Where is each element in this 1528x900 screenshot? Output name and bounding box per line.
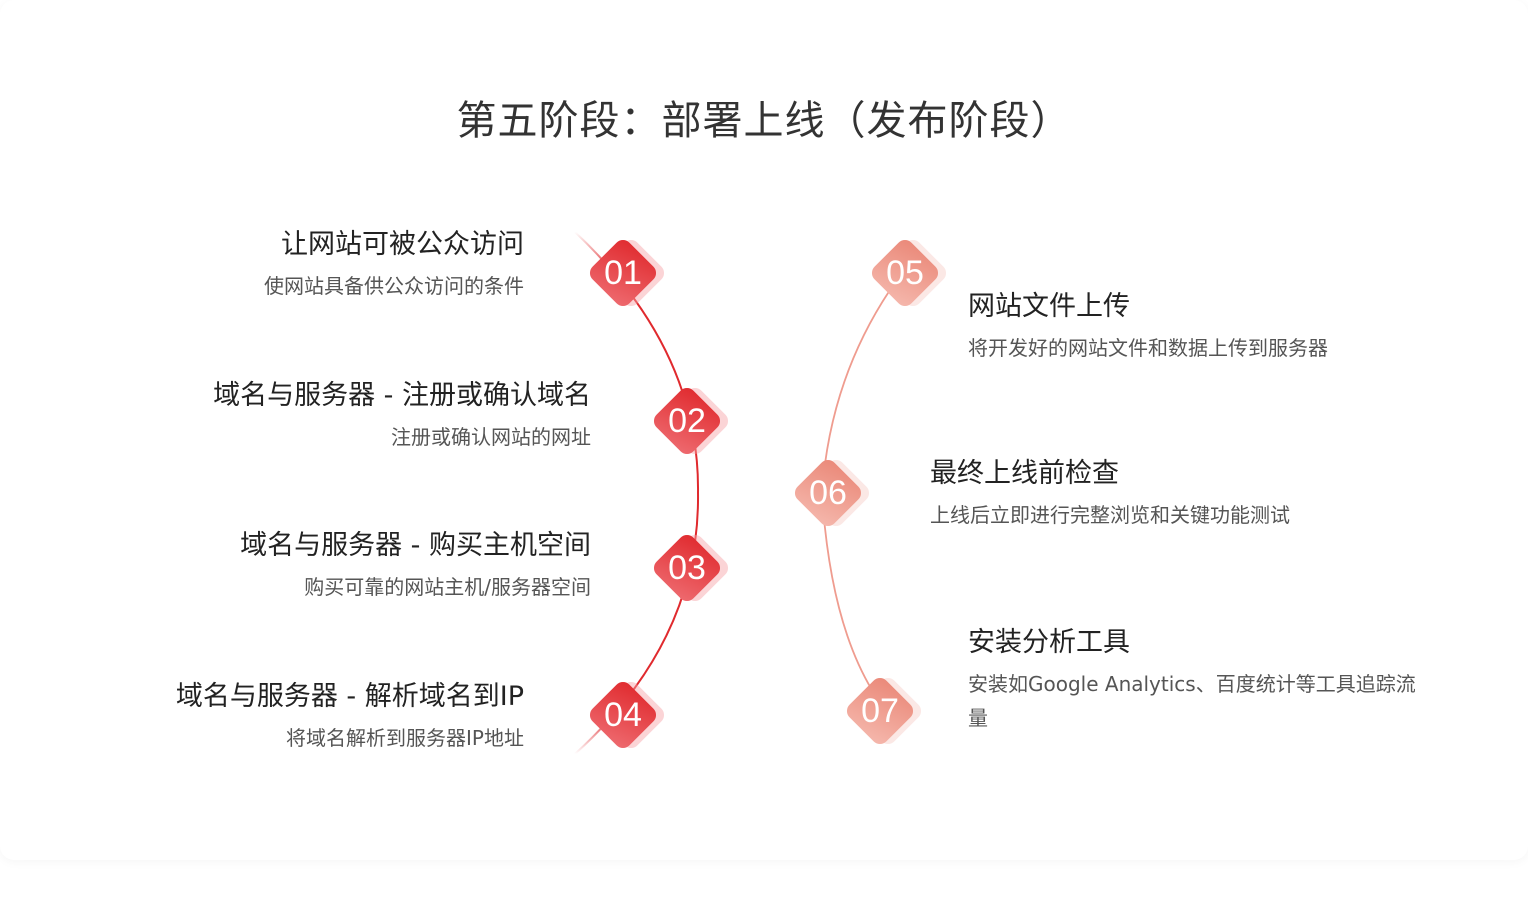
step-marker-04: 04	[583, 675, 668, 755]
step-03: 域名与服务器 - 购买主机空间购买可靠的网站主机/服务器空间	[240, 523, 591, 604]
step-title: 网站文件上传	[968, 291, 1130, 322]
step-desc: 购买可靠的网站主机/服务器空间	[304, 575, 591, 599]
step-title: 域名与服务器 - 购买主机空间	[240, 530, 591, 561]
step-07: 安装分析工具安装如Google Analytics、百度统计等工具追踪流量	[968, 620, 1418, 735]
step-marker-01: 01	[583, 233, 668, 313]
step-desc: 使网站具备供公众访问的条件	[264, 274, 524, 298]
step-desc: 将域名解析到服务器IP地址	[286, 726, 524, 750]
step-marker-03: 03	[647, 528, 732, 608]
step-06: 最终上线前检查上线后立即进行完整浏览和关键功能测试	[930, 451, 1290, 532]
step-marker-05: 05	[865, 233, 950, 313]
step-marker-07: 07	[840, 671, 925, 751]
step-desc: 注册或确认网站的网址	[391, 425, 591, 449]
step-desc: 安装如Google Analytics、百度统计等工具追踪流量	[968, 672, 1416, 730]
step-05: 网站文件上传将开发好的网站文件和数据上传到服务器	[968, 284, 1328, 365]
step-04: 域名与服务器 - 解析域名到IP 将域名解析到服务器IP地址	[176, 674, 524, 755]
step-01: 让网站可被公众访问使网站具备供公众访问的条件	[264, 222, 524, 303]
step-title: 域名与服务器 - 解析域名到IP	[175, 681, 524, 712]
step-title: 让网站可被公众访问	[281, 229, 524, 260]
step-title: 安装分析工具	[968, 627, 1130, 658]
left-arc	[574, 231, 700, 755]
step-title: 最终上线前检查	[930, 458, 1119, 489]
step-title: 域名与服务器 - 注册或确认域名	[213, 380, 591, 411]
step-desc: 上线后立即进行完整浏览和关键功能测试	[930, 503, 1290, 527]
step-marker-02: 02	[647, 381, 732, 461]
step-marker-06: 06	[788, 453, 873, 533]
diagram-card	[0, 0, 1528, 860]
page-title: 第五阶段：部署上线（发布阶段）	[456, 98, 1072, 144]
step-desc: 将开发好的网站文件和数据上传到服务器	[968, 336, 1328, 360]
step-02: 域名与服务器 - 注册或确认域名注册或确认网站的网址	[213, 373, 591, 454]
